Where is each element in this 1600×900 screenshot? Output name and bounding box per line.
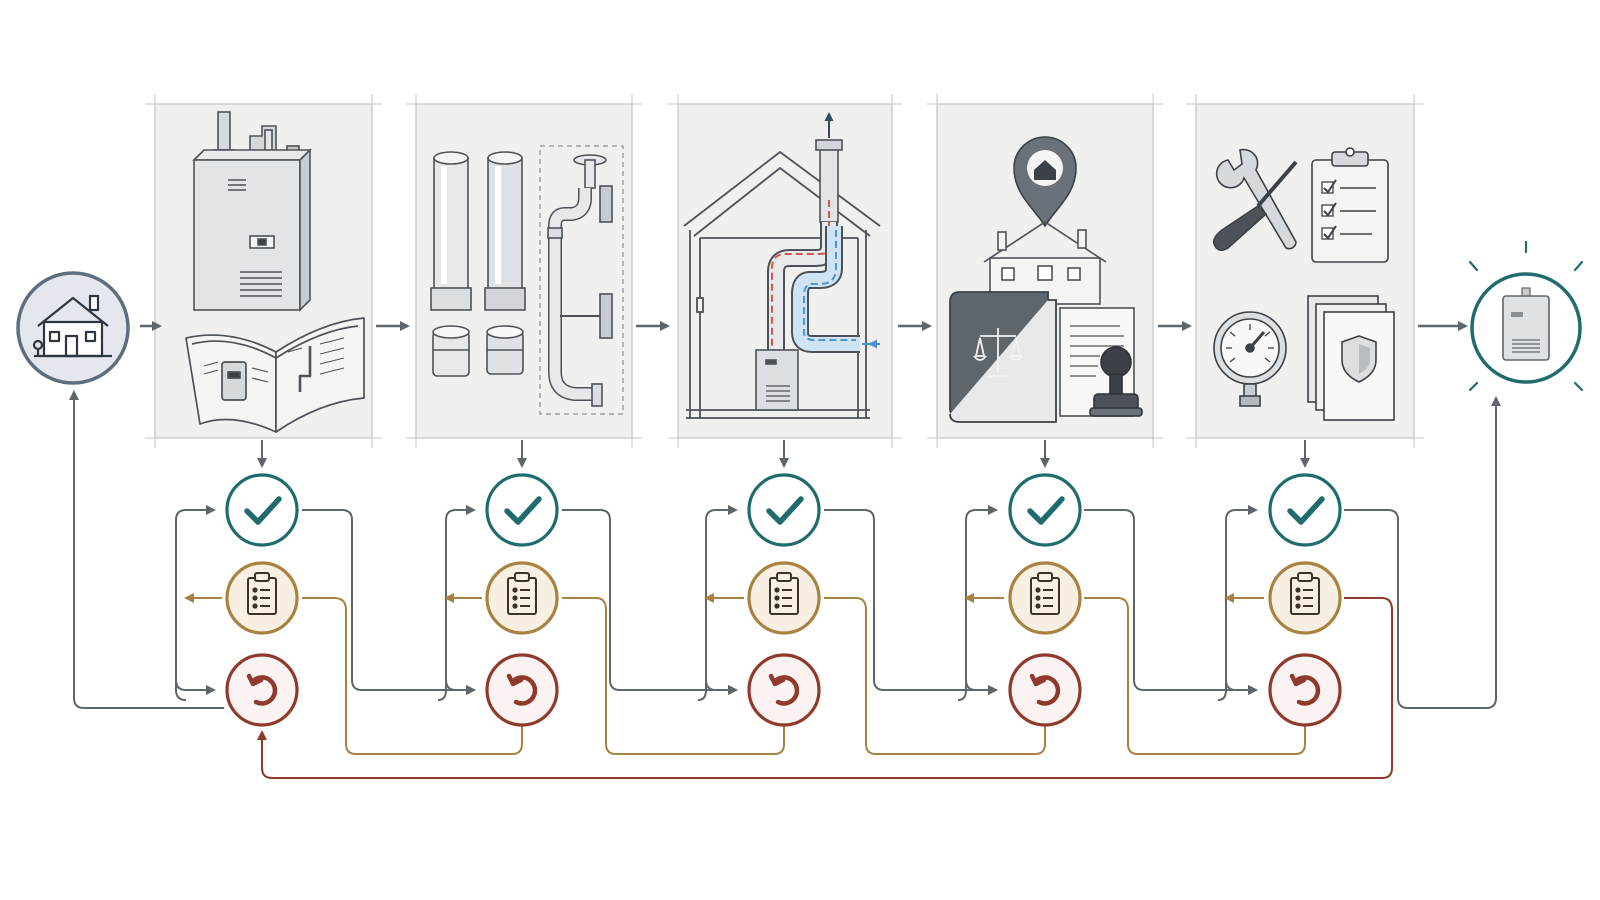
checkmark-icon [244,496,282,525]
undo-icon [246,673,278,706]
review-node[interactable] [1008,561,1082,635]
decision-column-2 [485,473,559,727]
water-heater-icon [1502,287,1550,361]
stamp-icon [1089,346,1143,417]
certificate-icon [1307,295,1395,421]
house-icon [32,294,112,358]
stage-2-illustration [430,145,624,415]
manual-book-icon [185,317,365,433]
decision-column-5 [1268,473,1342,727]
undo-icon [1289,673,1321,706]
checklist-clipboard-icon [1311,147,1389,263]
clipboard-icon [247,572,277,615]
start-node [16,271,130,385]
clipboard-icon [769,572,799,615]
wrench-icon [1215,148,1297,250]
approve-node[interactable] [1268,473,1342,547]
review-node[interactable] [485,561,559,635]
vent-pipe-icon [484,151,526,311]
approve-node[interactable] [485,473,559,547]
undo-icon [1029,673,1061,706]
revise-node[interactable] [225,653,299,727]
clipboard-icon [1030,572,1060,615]
decision-column-1 [225,473,299,727]
intake-pipe-icon [791,226,880,353]
review-node[interactable] [747,561,821,635]
clipboard-icon [1290,572,1320,615]
water-heater-icon [192,111,312,312]
location-pin-icon [1013,136,1077,228]
revise-node[interactable] [485,653,559,727]
approve-node[interactable] [1008,473,1082,547]
end-node [1468,240,1584,392]
review-node[interactable] [1268,561,1342,635]
checkmark-icon [766,496,804,525]
vent-pipe-icon [430,151,472,311]
heater-unit-icon [755,349,799,411]
vent-coupling-icon [432,325,470,377]
decision-column-4 [1008,473,1082,727]
screwdriver-icon [1212,160,1298,252]
stage-5-illustration [1212,147,1395,421]
decision-nodes [225,473,1342,727]
stage-1-illustration [185,111,365,433]
glow-rays [1468,240,1584,392]
approve-node[interactable] [225,473,299,547]
checkmark-icon [1287,496,1325,525]
checkmark-icon [504,496,542,525]
stage-4-illustration [949,136,1143,423]
revise-node[interactable] [1268,653,1342,727]
approve-node[interactable] [747,473,821,547]
review-node[interactable] [225,561,299,635]
clipboard-icon [507,572,537,615]
revise-node[interactable] [747,653,821,727]
revise-node[interactable] [1008,653,1082,727]
stage-3-illustration [683,112,881,419]
decision-connectors [69,390,1501,779]
elbow-vent-assembly-icon [539,145,624,415]
checkmark-icon [1027,496,1065,525]
law-book-icon [949,291,1057,423]
vent-coupling-icon [486,325,524,375]
pressure-gauge-icon [1213,311,1287,407]
undo-icon [506,673,538,706]
decision-column-3 [747,473,821,727]
undo-icon [768,673,800,706]
